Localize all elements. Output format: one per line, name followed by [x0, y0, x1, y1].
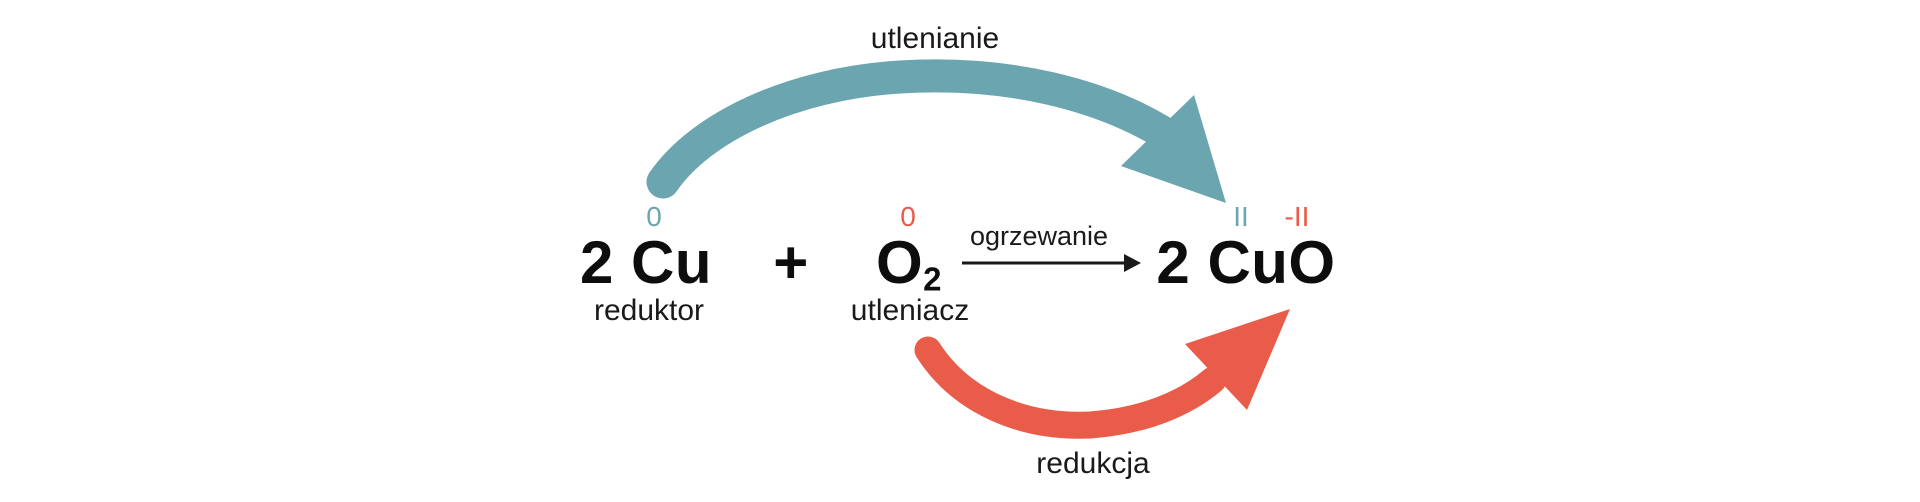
reduction-curved-arrow [914, 309, 1290, 439]
oxidation-arrow-shaft [646, 59, 1179, 199]
oxidation-arrowhead [1121, 95, 1226, 203]
oxidation-curved-arrow [646, 59, 1226, 203]
reduction-arrow-shaft [914, 336, 1227, 439]
reduction-label: redukcja [1036, 447, 1150, 480]
reactant-cu: 2 Cu [579, 229, 713, 296]
plus-sign: + [773, 229, 809, 296]
oxidation-label: utlenianie [870, 22, 1000, 55]
reduction-arrowhead [1185, 309, 1290, 410]
o2-subscript: 2 [923, 260, 943, 298]
condition-label: ogrzewanie [969, 221, 1109, 251]
product-cuo: 2 CuO [1156, 229, 1336, 296]
cu-oxidation-state: 0 [646, 201, 662, 232]
oxidant-role-label: utleniacz [850, 294, 970, 327]
o2-symbol: O [875, 229, 924, 296]
reactant-o2: O2 [876, 233, 943, 298]
reductant-role-label: reduktor [593, 294, 705, 327]
o2-oxidation-state: 0 [900, 201, 916, 232]
reaction-arrowhead [1124, 254, 1141, 272]
cuo-cu-oxidation-state: II [1233, 201, 1249, 232]
cuo-o-oxidation-state: -II [1284, 201, 1310, 232]
reaction-arrow [962, 254, 1141, 272]
